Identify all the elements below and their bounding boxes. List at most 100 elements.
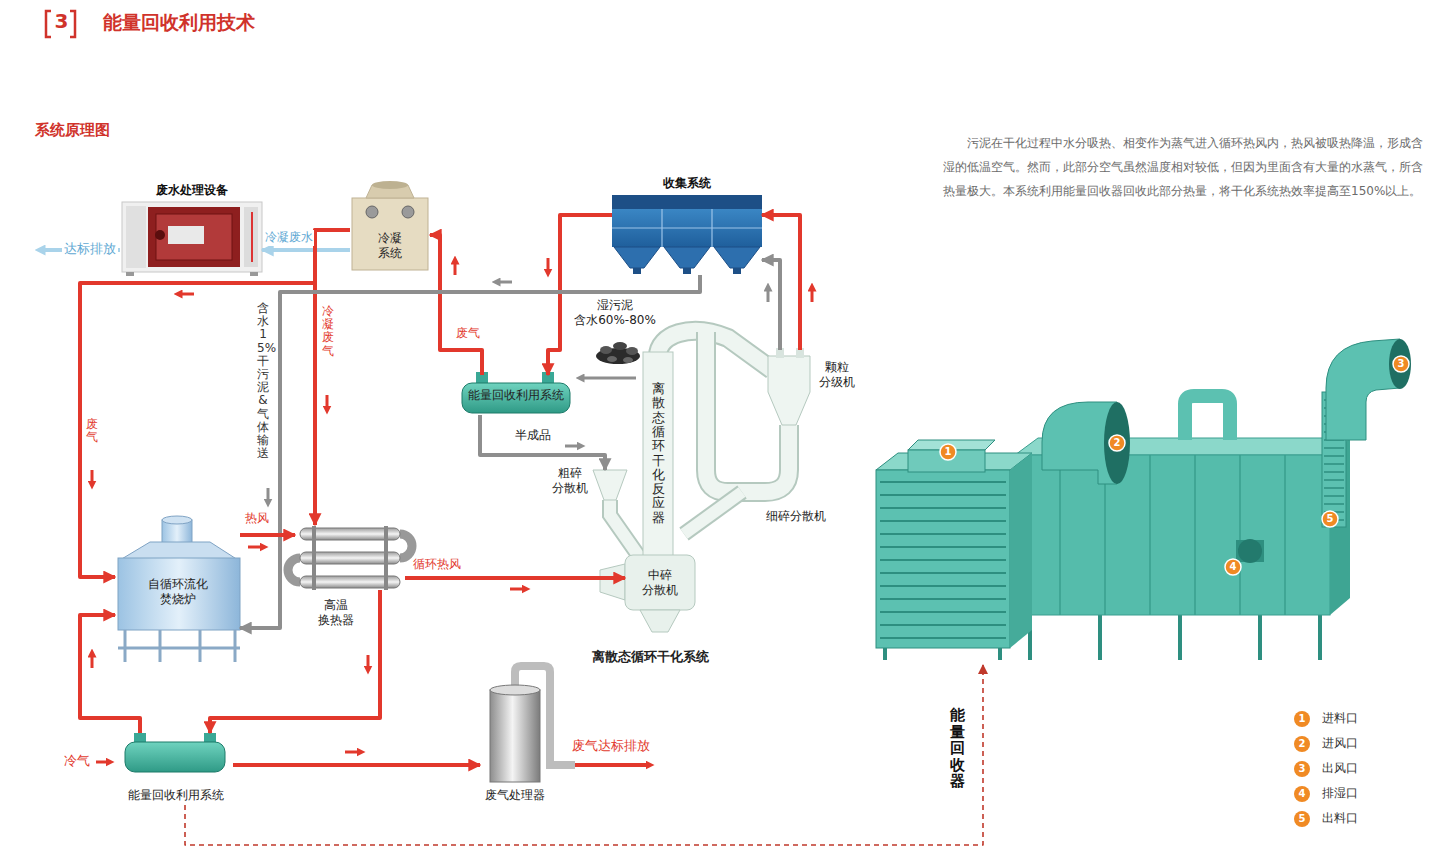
scrubber-drawing bbox=[490, 690, 540, 782]
connector-label: 循环热风 bbox=[412, 557, 462, 573]
section-number: 3 bbox=[52, 9, 71, 34]
heat-exchanger-drawing bbox=[288, 534, 412, 582]
scrubber-drawing bbox=[490, 666, 575, 782]
flow-connector bbox=[80, 615, 140, 733]
flow-arrow bbox=[267, 488, 270, 503]
heat-exchanger-drawing bbox=[288, 526, 412, 590]
node-label: 离散态循环干化反应器 bbox=[652, 382, 665, 525]
flow-connector bbox=[315, 230, 350, 525]
heat-exchanger-drawing bbox=[312, 526, 316, 590]
energy-recovery-unit-drawing bbox=[880, 482, 1006, 638]
equipment-unit: 收集系统 bbox=[612, 195, 762, 275]
flow-arrow bbox=[326, 395, 329, 410]
energy-recovery-unit-drawing bbox=[876, 339, 1411, 660]
reactor-drawing bbox=[593, 331, 810, 632]
flow-connector bbox=[430, 235, 482, 375]
dust-collector-drawing bbox=[733, 268, 741, 274]
node-label: 高温 换热器 bbox=[315, 598, 357, 628]
legend-text: 排湿口 bbox=[1322, 785, 1358, 802]
flow-connector bbox=[210, 590, 380, 733]
flow-arrow bbox=[510, 588, 526, 591]
dust-collector-drawing bbox=[683, 268, 691, 274]
node-label: 能量回收利用系统 bbox=[118, 788, 233, 803]
reactor-drawing bbox=[593, 470, 627, 500]
incinerator-drawing bbox=[118, 558, 240, 630]
callout-number: 5 bbox=[1322, 511, 1338, 527]
flow-connector bbox=[262, 248, 350, 252]
energy-recovery-unit-drawing bbox=[1104, 402, 1130, 484]
reactor-column: 离散态循环干化反应器 bbox=[643, 352, 673, 555]
page-title: 能量回收利用技术 bbox=[103, 11, 255, 35]
incinerator-drawing bbox=[118, 630, 240, 662]
dust-collector-drawing bbox=[612, 209, 762, 247]
node-label: 自循环流化 焚烧炉 bbox=[144, 577, 211, 607]
flow-arrow bbox=[811, 287, 814, 302]
wet-sludge-pile bbox=[607, 356, 617, 362]
wastewater-unit-drawing bbox=[155, 230, 165, 240]
callout-number: 2 bbox=[1294, 736, 1310, 752]
flow-connector bbox=[240, 275, 700, 628]
flow-arrow bbox=[178, 293, 194, 296]
flow-arrow bbox=[547, 258, 550, 273]
cold-air-arrow bbox=[96, 761, 110, 764]
equipment-unit: 细碎分散机 bbox=[762, 506, 830, 527]
wastewater-unit-drawing bbox=[126, 206, 146, 268]
flow-connector bbox=[762, 260, 780, 350]
legend-swatch: 2 bbox=[1294, 736, 1310, 752]
flow-connector bbox=[405, 576, 625, 580]
flow-arrow bbox=[248, 546, 264, 549]
flow-arrow bbox=[454, 260, 457, 275]
wet-sludge-pile bbox=[600, 346, 612, 354]
legend-swatch: 1 bbox=[1294, 711, 1310, 727]
equipment-unit: 能量回收利用系统 bbox=[118, 733, 233, 805]
wastewater-unit-drawing bbox=[244, 207, 258, 267]
section-subtitle: 系统原理图 bbox=[35, 121, 110, 140]
node-label: 收集系统 bbox=[663, 176, 711, 191]
dust-collector-drawing bbox=[633, 268, 641, 274]
node-label: 细碎分散机 bbox=[766, 509, 826, 524]
callout-number: 5 bbox=[1294, 811, 1310, 827]
node-label: 能量回收利用系统 bbox=[468, 388, 564, 403]
connector-label: 废气 bbox=[455, 326, 481, 342]
node-label: 颗粒 分级机 bbox=[816, 360, 858, 390]
incinerator-drawing bbox=[118, 516, 240, 662]
scrubber-drawing bbox=[490, 685, 540, 695]
equipment-unit: 自循环流化 焚烧炉 bbox=[115, 520, 240, 635]
flow-arrow bbox=[92, 258, 812, 752]
heat-exchanger-drawing bbox=[384, 526, 388, 590]
legend-text: 出料口 bbox=[1322, 810, 1358, 827]
condenser-drawing bbox=[366, 206, 378, 218]
equipment-unit: 冷凝 系统 bbox=[350, 222, 430, 270]
recovery-unit-illustration: 能量回收器 bbox=[870, 340, 1420, 665]
energy-recovery-unit-drawing bbox=[876, 470, 1010, 648]
callout-circle bbox=[1322, 511, 1338, 527]
node-label: 中碎 分散机 bbox=[639, 568, 681, 598]
condenser-drawing bbox=[352, 198, 428, 270]
incinerator-drawing bbox=[120, 542, 238, 560]
legend-swatch: 3 bbox=[1294, 761, 1310, 777]
material-note: 湿污泥 含水60%-80% bbox=[572, 298, 658, 328]
energy-recovery-unit-drawing bbox=[1185, 396, 1230, 440]
legend-swatch: 5 bbox=[1294, 811, 1310, 827]
node-label: 废水处理设备 bbox=[156, 183, 228, 198]
callout-circle bbox=[940, 444, 956, 460]
equipment-unit: 废气处理器 bbox=[480, 665, 550, 805]
reactor-drawing bbox=[640, 610, 680, 632]
energy-recovery-unit-drawing bbox=[1326, 339, 1400, 440]
flow-arrow bbox=[367, 655, 370, 670]
callout-number: 4 bbox=[1225, 559, 1241, 575]
flow-connector bbox=[233, 763, 480, 767]
flow-arrow bbox=[345, 751, 361, 754]
wet-sludge-pile bbox=[623, 357, 633, 363]
wastewater-unit-drawing bbox=[122, 202, 262, 272]
wet-sludge-pile bbox=[626, 347, 638, 355]
legend-text: 进料口 bbox=[1322, 710, 1358, 727]
system-name: 离散态循环干化系统 bbox=[592, 649, 709, 665]
reactor-drawing bbox=[684, 492, 742, 534]
incinerator-drawing bbox=[162, 516, 192, 524]
reactor-drawing bbox=[600, 564, 625, 600]
flow-arrow bbox=[767, 287, 770, 302]
condenser-drawing bbox=[402, 206, 414, 218]
